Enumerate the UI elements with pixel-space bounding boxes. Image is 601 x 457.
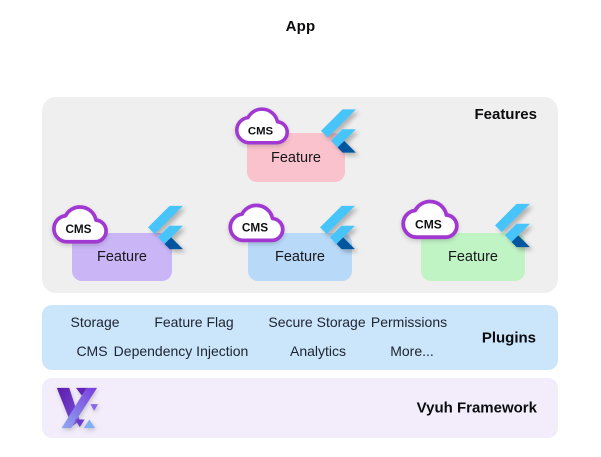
- plugins-section: Storage Feature Flag Secure Storage Perm…: [42, 305, 558, 370]
- plugin-item: More...: [390, 343, 434, 359]
- app-title: App: [285, 18, 316, 35]
- feature-card: Feature: [248, 233, 352, 281]
- plugin-item: Storage: [70, 314, 120, 330]
- feature-card: Feature: [421, 233, 525, 281]
- plugin-item: Analytics: [289, 343, 347, 359]
- cms-cloud-icon: CMS: [52, 205, 108, 244]
- framework-section: Vyuh Framework: [42, 378, 558, 438]
- flutter-icon: [320, 205, 355, 250]
- plugin-item: Permissions: [370, 314, 448, 330]
- flutter-icon: [495, 203, 530, 248]
- flutter-icon: [148, 205, 183, 250]
- cms-badge-label: CMS: [415, 217, 442, 231]
- cms-badge-label: CMS: [65, 223, 91, 236]
- feature-card-label: Feature: [275, 249, 325, 265]
- flutter-icon: [321, 109, 356, 153]
- features-section-label: Features: [474, 106, 537, 123]
- plugin-item: Dependency Injection: [113, 343, 249, 359]
- cms-cloud-icon: CMS: [234, 107, 290, 145]
- feature-card-label: Feature: [97, 249, 147, 265]
- plugin-item: Secure Storage: [268, 314, 366, 330]
- cms-cloud-icon: CMS: [401, 199, 459, 240]
- plugin-item: CMS: [76, 343, 108, 359]
- feature-card-label: Feature: [271, 149, 321, 166]
- framework-section-label: Vyuh Framework: [416, 399, 537, 417]
- cms-badge-label: CMS: [248, 125, 274, 137]
- plugins-section-label: Plugins: [481, 329, 536, 346]
- cms-badge-label: CMS: [242, 221, 268, 235]
- plugin-item: Feature Flag: [154, 314, 234, 330]
- cms-cloud-icon: CMS: [228, 203, 285, 243]
- feature-card-label: Feature: [448, 249, 498, 265]
- vyuh-logo-icon: [56, 387, 98, 429]
